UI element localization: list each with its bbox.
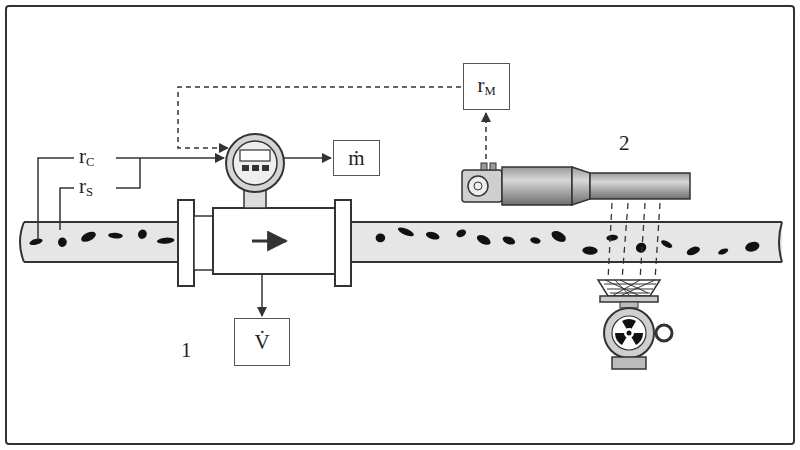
callout-number: 1 bbox=[180, 340, 193, 361]
particle-blob bbox=[455, 228, 467, 239]
output-box: V̇ bbox=[234, 318, 290, 366]
node-text: ṁ bbox=[348, 148, 364, 169]
node-text: rM bbox=[477, 75, 495, 98]
signal-label: rS bbox=[78, 176, 94, 199]
particle-blob bbox=[634, 241, 648, 255]
particle-blob bbox=[475, 233, 492, 247]
particle-blob bbox=[108, 232, 123, 239]
particle-blob bbox=[582, 246, 598, 255]
particle-blob bbox=[157, 237, 175, 245]
particle-blob bbox=[502, 235, 517, 246]
particle-blob bbox=[80, 230, 98, 244]
particle-blob bbox=[529, 236, 541, 245]
callout-number: 2 bbox=[618, 133, 631, 154]
particle-blob bbox=[550, 229, 568, 244]
signal-box: rM bbox=[463, 63, 510, 110]
output-box: ṁ bbox=[333, 140, 380, 176]
signal-label: rC bbox=[78, 146, 95, 169]
particle-blob bbox=[717, 247, 729, 256]
particle-blob bbox=[744, 240, 761, 253]
particle-blob bbox=[375, 233, 386, 243]
particle-blob bbox=[660, 239, 673, 250]
particle-blob bbox=[136, 228, 148, 241]
particle-blob bbox=[686, 245, 702, 257]
particle-blob bbox=[606, 234, 618, 241]
particle-blob bbox=[397, 226, 415, 238]
node-text: V̇ bbox=[254, 332, 269, 353]
particle-blob bbox=[58, 237, 68, 247]
particle-blob bbox=[29, 237, 44, 246]
particle-blob bbox=[425, 230, 440, 241]
